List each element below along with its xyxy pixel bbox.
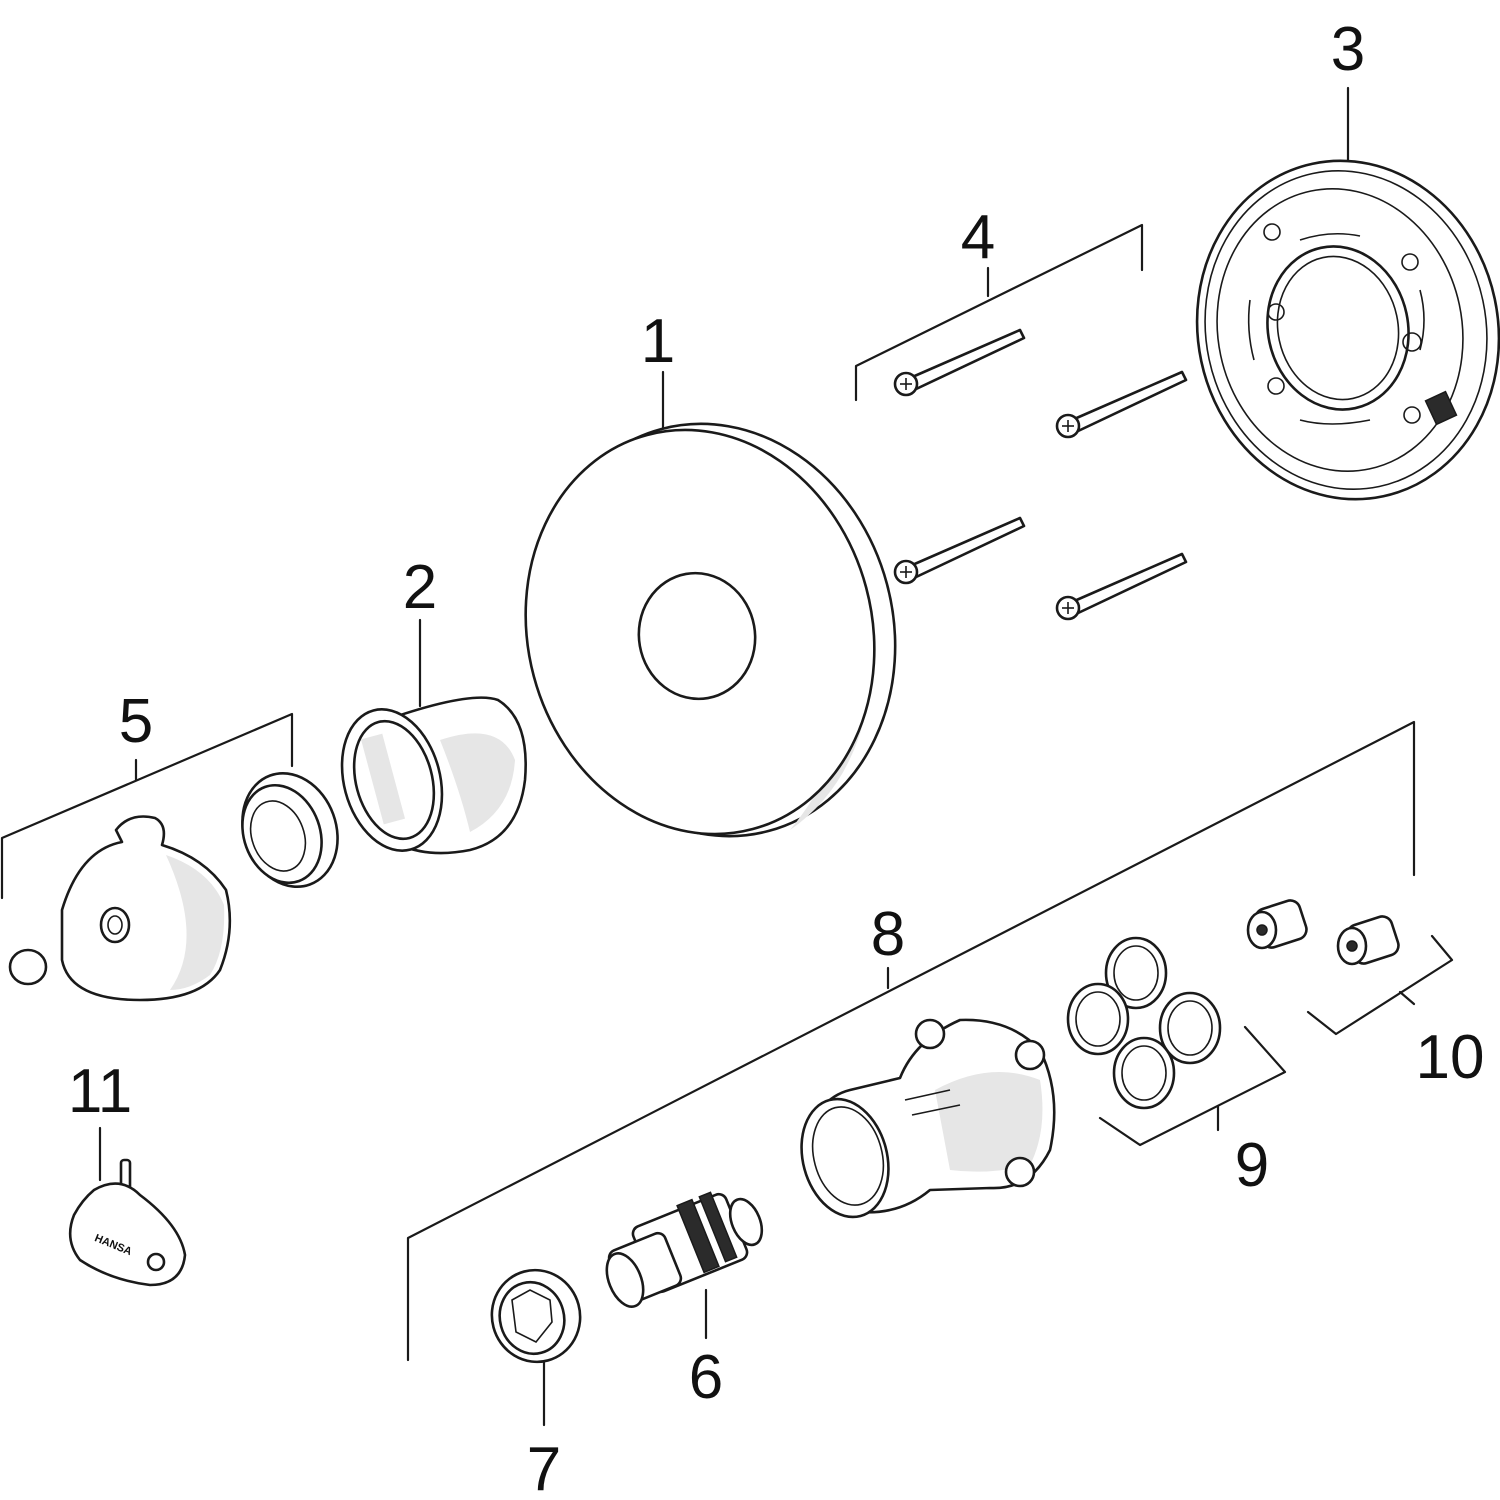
callout-9: 9 [1235,1131,1269,1200]
callout-10: 10 [1416,1023,1485,1092]
callout-8: 8 [871,900,905,969]
key-tool: HANSA [68,1158,187,1287]
screw-4 [1055,552,1188,621]
callout-4: 4 [961,203,995,272]
screw-3 [893,516,1026,585]
o-rings [1066,936,1222,1110]
screw-2 [1055,370,1188,439]
screw-1 [893,328,1026,397]
sleeve [340,696,527,855]
valve-body [800,1018,1056,1219]
callout-5: 5 [119,687,153,756]
cartridge [605,1191,764,1308]
callout-1: 1 [641,307,675,376]
check-valves [1246,899,1400,966]
callout-2: 2 [403,553,437,622]
handle-assembly [8,771,339,1002]
screws [893,328,1188,621]
leader-lines [0,86,1454,1427]
cover-plate [524,422,897,838]
callout-6: 6 [689,1343,723,1412]
callout-3: 3 [1331,15,1365,84]
mounting-ring [1195,159,1500,501]
callout-11: 11 [68,1057,132,1126]
nut [490,1268,582,1364]
callout-7: 7 [527,1435,561,1500]
